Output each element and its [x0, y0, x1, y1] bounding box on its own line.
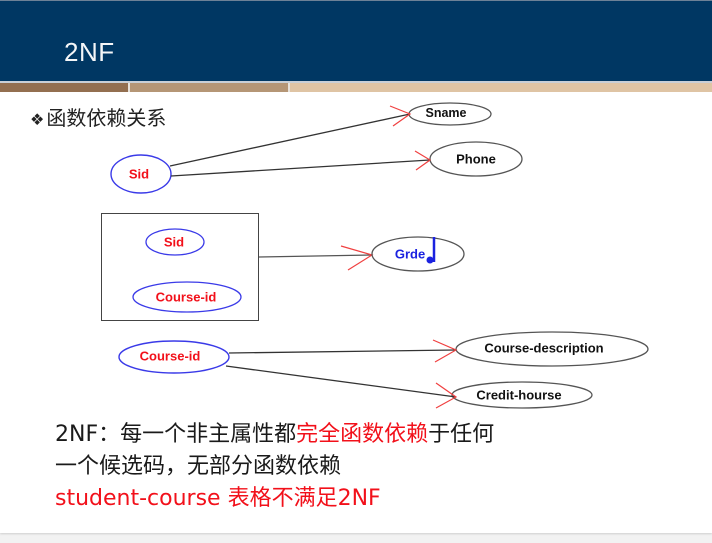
band-gap [128, 83, 130, 92]
definition-colon: ： [98, 422, 121, 447]
conclusion-tail: 2NF [337, 486, 381, 511]
header-separator [0, 81, 712, 83]
composite-key-box [101, 213, 259, 321]
sid-top-ellipse [110, 154, 172, 194]
definition-highlight: 完全函数依赖 [296, 422, 429, 447]
grade-ellipse [371, 236, 465, 272]
node-sid-top: Sid [128, 166, 150, 182]
diamond-bullet-icon: ❖ [30, 110, 45, 129]
bullet-text: 函数依赖关系 [46, 106, 167, 130]
course-id-bottom-ellipse [118, 340, 230, 374]
band-gap [288, 83, 290, 92]
conclusion-text: 表格不满足 [220, 486, 338, 511]
node-grade: Grde [394, 246, 426, 262]
definition-text-b: 于任何 [428, 422, 495, 447]
node-course-id-box: Course-id [155, 289, 217, 305]
course-id-box-ellipse [132, 281, 242, 313]
bullet-heading: ❖函数依赖关系 [30, 105, 166, 133]
definition-line-2: 一个候选码，无部分函数依赖 [55, 454, 342, 479]
table-name: student-course [55, 486, 221, 511]
decorative-band-2 [130, 83, 288, 92]
node-course-description: Course-description [484, 340, 604, 356]
slide-header: 2NF [0, 0, 712, 81]
decorative-band-1 [0, 83, 128, 92]
decorative-band-3 [290, 83, 712, 92]
sid-box-ellipse [145, 228, 205, 256]
node-credit-hourse: Credit-hourse [476, 387, 562, 403]
definition-line-3: student-course 表格不满足2NF [55, 483, 695, 515]
node-phone: Phone [456, 151, 496, 167]
node-course-id-bottom: Course-id [139, 348, 201, 364]
credit-hourse-ellipse [451, 381, 593, 409]
node-sname: Sname [425, 106, 467, 120]
slide-title: 2NF [64, 37, 115, 67]
course-description-ellipse [455, 331, 649, 367]
node-sid-box: Sid [163, 234, 185, 250]
definition-prefix: 2NF [55, 422, 99, 447]
phone-ellipse [429, 141, 523, 177]
definition-text-a: 每一个非主属性都 [120, 422, 297, 447]
definition-line-1: 2NF：每一个非主属性都完全函数依赖于任何 [55, 419, 695, 451]
definition-block: 2NF：每一个非主属性都完全函数依赖于任何 一个候选码，无部分函数依赖 stud… [55, 419, 695, 515]
